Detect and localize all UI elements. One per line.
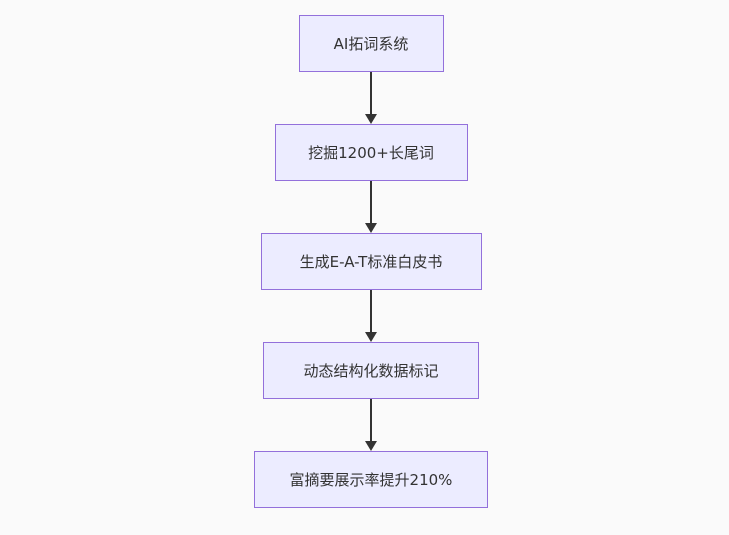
flow-edge-2 — [365, 181, 377, 233]
flow-node-label: 富摘要展示率提升210% — [289, 471, 453, 489]
flow-node-rich-snippet-result: 富摘要展示率提升210% — [254, 451, 488, 508]
flow-edge-4 — [365, 399, 377, 451]
arrowhead-down-icon — [365, 223, 377, 233]
flow-node-longtail-keywords: 挖掘1200+长尾词 — [274, 124, 468, 181]
arrow-line — [370, 399, 372, 441]
arrow-line — [370, 290, 372, 332]
flow-node-label: 生成E-A-T标准白皮书 — [299, 253, 443, 271]
arrowhead-down-icon — [365, 332, 377, 342]
arrowhead-down-icon — [365, 441, 377, 451]
flow-node-eat-whitepaper: 生成E-A-T标准白皮书 — [260, 233, 482, 290]
flowchart: AI拓词系统 挖掘1200+长尾词 生成E-A-T标准白皮书 动态结构化数据标记… — [254, 15, 488, 508]
flow-node-label: AI拓词系统 — [333, 35, 409, 53]
flow-edge-3 — [365, 290, 377, 342]
flow-node-structured-data-markup: 动态结构化数据标记 — [263, 342, 479, 399]
arrow-line — [370, 72, 372, 114]
arrow-line — [370, 181, 372, 223]
flow-node-ai-keyword-system: AI拓词系统 — [298, 15, 444, 72]
flow-node-label: 挖掘1200+长尾词 — [308, 144, 434, 162]
flow-node-label: 动态结构化数据标记 — [303, 362, 439, 380]
flow-edge-1 — [365, 72, 377, 124]
arrowhead-down-icon — [365, 114, 377, 124]
